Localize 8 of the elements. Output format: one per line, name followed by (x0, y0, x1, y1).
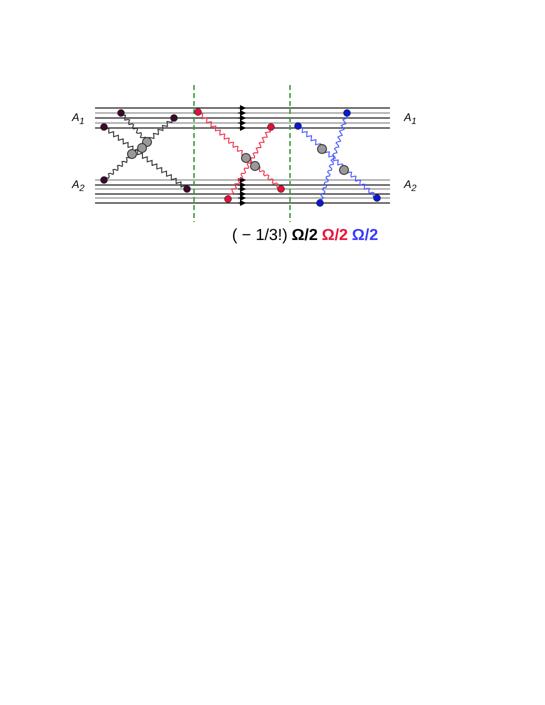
nucleus-label: A$_{2}$ (404, 180, 416, 194)
nucleus-label: A$_{1}$ (404, 113, 416, 126)
nucleus-label: A$_{2}$ (72, 180, 84, 194)
formula-term: Ω/2 (322, 228, 348, 244)
nucleus-label: A$_{1}$ (72, 113, 84, 126)
formula-term: Ω/2 (352, 228, 378, 244)
formula-term: ( − 1/3!) (232, 228, 288, 244)
formula-term: Ω/2 (292, 228, 318, 244)
